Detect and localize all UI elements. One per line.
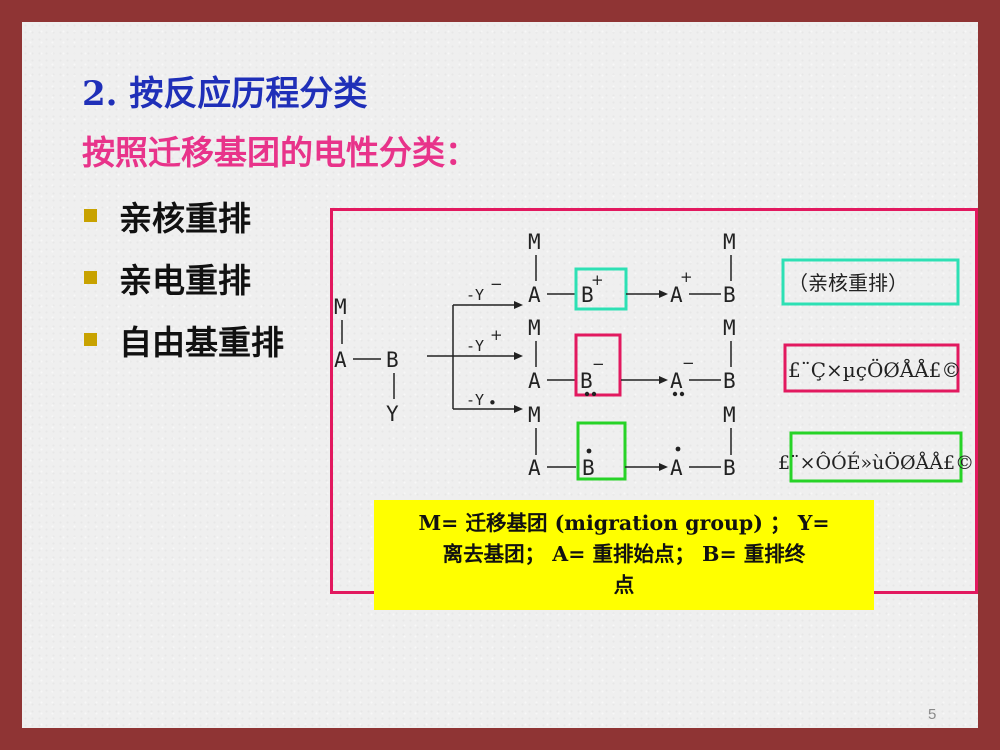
prod1-b-label: B (723, 283, 736, 307)
int1-charge: + (591, 271, 604, 289)
int3-radical-dot (586, 448, 592, 454)
path-row-radical: M A B A B M £¨×ÔÓÉ»ùÖØÅÅ£© (528, 403, 974, 483)
prod1-m-label: M (723, 230, 736, 254)
legend-line-3: 点 (613, 573, 635, 597)
bullet-label: 亲电重排 (119, 261, 251, 300)
path-row-electrophilic: M A B − A − B M £¨Ç×µçÖØÅÅ£© (528, 316, 961, 397)
prod3-a-label: A (670, 456, 683, 480)
type-label-box-3 (789, 431, 963, 483)
prod2-a-label: A (670, 369, 683, 393)
leaving-group-label-1: -Y (466, 286, 484, 304)
page-number: 5 (928, 706, 937, 723)
legend-line-1: M= 迁移基团 (migration group) ； Y= (418, 511, 830, 535)
branch-arrows (427, 301, 523, 413)
type-label-box-1 (781, 258, 960, 306)
type-label-1: （亲核重排） (788, 271, 908, 295)
bullet-square-icon (84, 333, 97, 346)
int3-a-label: A (528, 456, 541, 480)
start-m-label: M (334, 295, 347, 319)
prod2-m-label: M (723, 316, 736, 340)
int1-m-label: M (528, 230, 541, 254)
path-row-nucleophilic: M A B + A + B M （亲核重排） (528, 230, 960, 311)
int3-m-label: M (528, 403, 541, 427)
slide-subheading: 按照迁移基团的电性分类： (82, 133, 478, 172)
legend-box: M= 迁移基团 (migration group) ； Y= 离去基团； A= … (374, 500, 874, 610)
rearrangement-scheme: M A B Y -Y − -Y (334, 230, 974, 483)
legend-line-2: 离去基团； A= 重排始点； B= 重排终 (442, 542, 806, 566)
int2-highlight-box (574, 333, 622, 397)
int1-a-label: A (528, 283, 541, 307)
bullet-square-icon (84, 209, 97, 222)
prod3-radical-dot (675, 446, 681, 452)
start-a-label: A (334, 348, 347, 372)
int3-b-label: B (582, 456, 595, 480)
start-b-label: B (386, 348, 399, 372)
bullet-item-electrophilic: 亲电重排 (84, 254, 251, 302)
bullet-square-icon (84, 271, 97, 284)
type-label-box-2 (783, 343, 960, 393)
start-y-label: Y (386, 402, 399, 426)
int1-b-label: B (581, 283, 594, 307)
prod3-b-label: B (723, 456, 736, 480)
leaving-charge-3: • (488, 394, 497, 412)
prod1-charge: + (680, 268, 693, 286)
leaving-charge-1: − (490, 275, 503, 293)
type-label-2: £¨Ç×µçÖØÅÅ£© (788, 357, 961, 382)
starting-compound: M A B Y (334, 295, 399, 426)
slide: 2. 按反应历程分类 按照迁移基团的电性分类： 亲核重排 亲电重排 自由基重排 … (22, 22, 978, 728)
bullet-label: 自由基重排 (119, 323, 284, 362)
int2-m-label: M (528, 316, 541, 340)
bullet-item-radical: 自由基重排 (84, 316, 284, 364)
int3-highlight-box (576, 421, 627, 481)
leaving-charge-2: + (490, 326, 503, 344)
int2-charge: − (592, 355, 605, 373)
bullet-item-nucleophilic: 亲核重排 (84, 192, 251, 240)
prod2-b-label: B (723, 369, 736, 393)
prod2-charge: − (682, 354, 695, 372)
int2-b-label: B (580, 369, 593, 393)
int1-highlight-box (574, 267, 628, 311)
int2-a-label: A (528, 369, 541, 393)
leaving-group-label-2: -Y (466, 337, 484, 355)
type-label-3: £¨×ÔÓÉ»ùÖØÅÅ£© (778, 451, 974, 474)
leaving-group-label-3: -Y (466, 391, 484, 409)
slide-heading: 2. 按反应历程分类 (82, 74, 368, 114)
bullet-label: 亲核重排 (119, 199, 251, 238)
prod3-m-label: M (723, 403, 736, 427)
prod1-a-label: A (670, 283, 683, 307)
